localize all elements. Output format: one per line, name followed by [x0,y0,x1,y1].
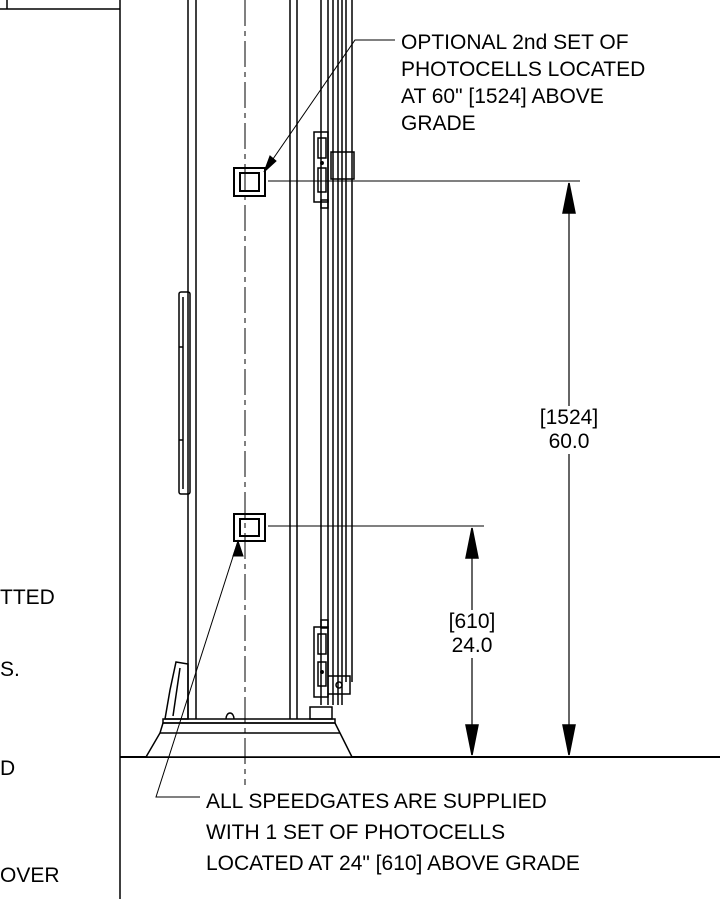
gate-post [187,0,298,719]
optional-photocell-note: OPTIONAL 2nd SET OF PHOTOCELLS LOCATED A… [401,29,645,137]
dimension-metric: [1524] [539,406,599,429]
base-footing [144,706,354,758]
standard-note-line: WITH 1 SET OF PHOTOCELLS [206,821,506,844]
gate-arm-channel [320,0,353,705]
photocell-upper [233,167,266,197]
standard-photocell-note: ALL SPEEDGATES ARE SUPPLIED WITH 1 SET O… [206,786,580,879]
optional-note-line: OPTIONAL 2nd SET OF [401,31,629,54]
dimension-imperial: 60.0 [548,430,590,453]
dimension-label-upper: [1524] 60.0 [532,406,606,454]
left-note-fragment: D [0,757,16,780]
left-note-fragment: OVER [0,864,60,887]
optional-note-line: AT 60" [1524] ABOVE [401,85,604,108]
photocell-lower [233,513,266,542]
sheet-border [0,0,121,899]
left-note-fragment: S. [0,658,20,681]
dimension-imperial: 24.0 [451,634,493,657]
optional-note-line: GRADE [401,112,476,135]
access-panel [178,291,191,495]
ramp-detail [164,661,189,720]
dimension-label-lower: [610] 24.0 [440,610,504,658]
standard-note-line: LOCATED AT 24" [610] ABOVE GRADE [206,852,580,875]
leader-standard-photocell [155,539,244,798]
standard-note-line: ALL SPEEDGATES ARE SUPPLIED [206,790,547,813]
dimension-line-lower [465,527,479,756]
optional-note-line: PHOTOCELLS LOCATED [401,58,646,81]
dimension-metric: [610] [448,610,496,633]
hinge-bracket-lower [313,619,351,698]
hinge-bracket-upper [313,131,355,209]
dimension-line-upper [562,182,576,756]
left-note-fragment: TTED [0,586,55,609]
leader-optional-photocell [263,39,395,173]
